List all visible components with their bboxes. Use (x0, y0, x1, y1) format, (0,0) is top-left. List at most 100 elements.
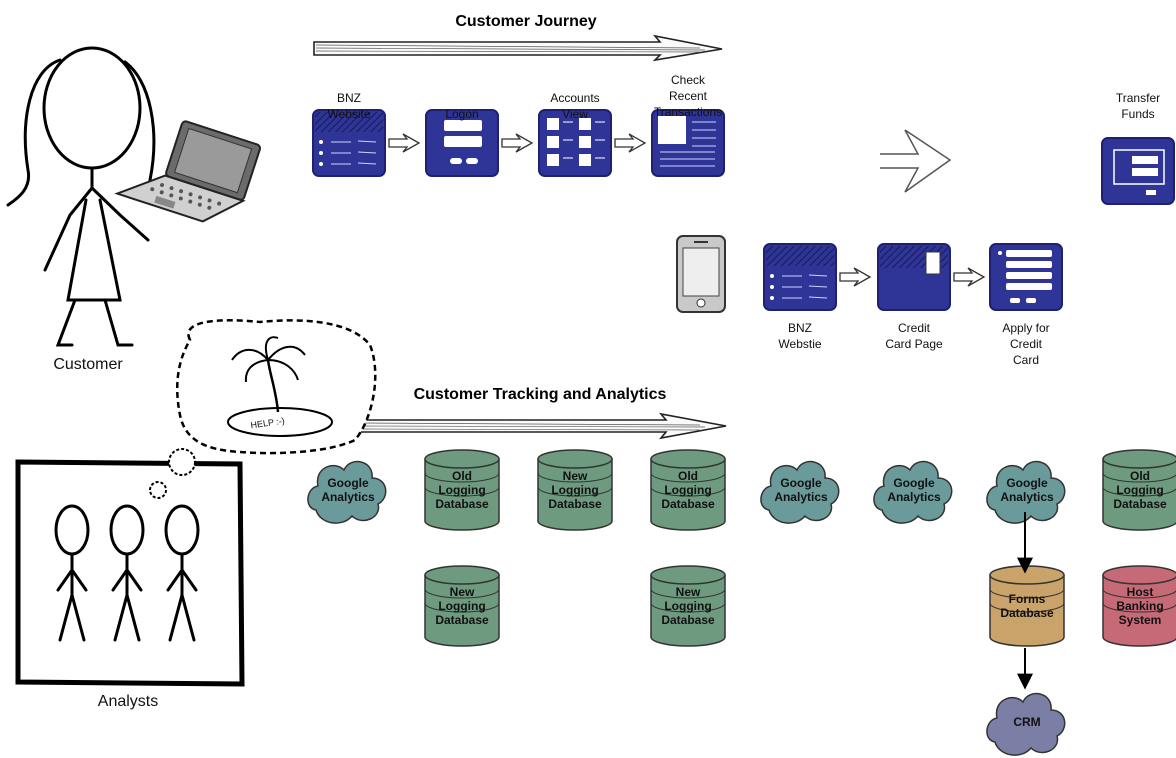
journey-flow-arrow (313, 34, 723, 62)
node-label: Database (1000, 606, 1054, 620)
customer-label: Customer (53, 356, 123, 373)
node-label: Google (893, 476, 935, 490)
node-label: Database (661, 497, 715, 511)
journey-step-label: View (562, 107, 588, 121)
node-label: Google (780, 476, 822, 490)
analysts-box (15, 448, 245, 687)
mobile-step-label: Credit (898, 321, 931, 335)
journey-heading: Customer Journey (455, 13, 596, 30)
continue-arrow-icon (880, 129, 952, 193)
node-label: Analytics (321, 490, 375, 504)
help-thought-bubble: HELP :-) (176, 319, 377, 455)
node-label: Logging (438, 599, 485, 613)
step-arrow-icon (839, 267, 872, 287)
node-label: Logging (438, 483, 485, 497)
node-label: Old (452, 469, 472, 483)
analyst-figure-icon (54, 504, 90, 642)
node-label: Database (1113, 497, 1167, 511)
node-label: Database (435, 497, 489, 511)
form-screen-icon (989, 243, 1063, 311)
step-arrow-icon (614, 133, 647, 153)
node-label: Google (327, 476, 369, 490)
step-arrow-icon (388, 133, 421, 153)
mobile-step-label: Card Page (885, 337, 943, 351)
mobile-step-label: Credit (1010, 337, 1043, 351)
transactions-screen-icon (651, 109, 725, 177)
node-label: Old (1130, 469, 1150, 483)
tracking-nodes: GoogleAnalyticsOldLoggingDatabaseNewLogg… (307, 449, 1176, 756)
node-label: Analytics (774, 490, 828, 504)
journey-step: Logon (425, 107, 534, 177)
journey-step-label: Website (327, 107, 370, 121)
node-label: Database (661, 613, 715, 627)
mobile-step-label: Webstie (778, 337, 821, 351)
node-label: Google (1006, 476, 1048, 490)
mobile-step-label: BNZ (788, 321, 812, 335)
login-screen-icon (425, 109, 499, 177)
node-label: Banking (1116, 599, 1163, 613)
help-text: HELP :-) (250, 416, 285, 431)
node-label: Logging (551, 483, 598, 497)
accounts-screen-icon (538, 109, 612, 177)
web-screen-icon (312, 109, 386, 177)
node-label: Logging (664, 483, 711, 497)
journey-step-label: Transfer (1116, 91, 1160, 105)
web-screen-icon (763, 243, 837, 311)
node-label: Analytics (887, 490, 941, 504)
node-label: System (1119, 613, 1162, 627)
step-arrow-icon (501, 133, 534, 153)
analysts-label: Analysts (98, 693, 158, 710)
phone-icon (676, 235, 726, 313)
journey-step-label: BNZ (337, 91, 361, 105)
node-label: CRM (1013, 715, 1040, 729)
node-label: New (563, 469, 588, 483)
tracking-flow-arrow (351, 412, 727, 440)
tracking-heading: Customer Tracking and Analytics (414, 386, 667, 403)
journey-step-label: Recent (669, 89, 708, 103)
mobile-step: BNZ Webstie (763, 243, 872, 351)
node-label: Logging (664, 599, 711, 613)
node-label: New (676, 585, 701, 599)
node-label: New (450, 585, 475, 599)
journey-step-label: Check (671, 73, 706, 87)
cloud-node: CRM (986, 692, 1066, 756)
node-label: Database (548, 497, 602, 511)
card-screen-icon (877, 243, 951, 311)
analyst-figure-icon (164, 504, 200, 642)
journey-step-label: Transactions (654, 105, 722, 119)
node-label: Host (1127, 585, 1154, 599)
node-label: Database (435, 613, 489, 627)
laptop-icon (114, 120, 261, 223)
journey-step-label: Funds (1121, 107, 1154, 121)
mobile-step-label: Card (1013, 353, 1039, 367)
journey-step-label: Logon (445, 107, 478, 121)
mobile-step-label: Apply for (1002, 321, 1049, 335)
node-label: Analytics (1000, 490, 1054, 504)
node-label: Forms (1009, 592, 1046, 606)
analyst-figure-icon (109, 504, 145, 642)
step-arrow-icon (953, 267, 986, 287)
journey-step: BNZ Website (312, 91, 421, 177)
transfer-screen-icon (1101, 137, 1175, 205)
node-label: Old (678, 469, 698, 483)
